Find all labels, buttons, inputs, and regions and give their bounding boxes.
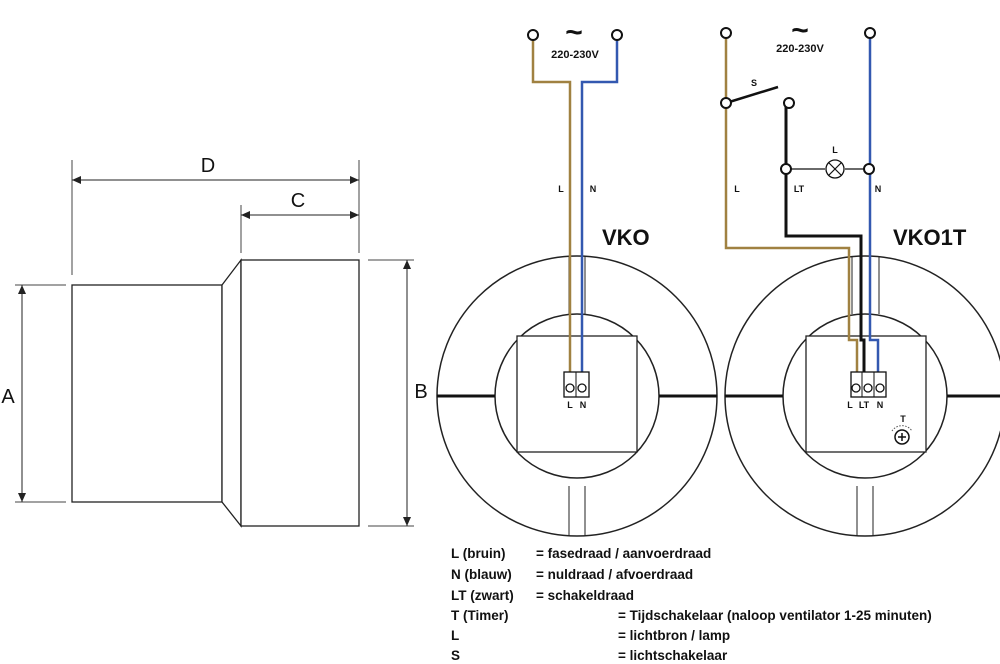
switch-contact-terminal: [783, 97, 795, 109]
switch-pivot-terminal: [720, 97, 732, 109]
vko-voltage: 220-230V: [551, 49, 599, 61]
vko1t-live-wire: [724, 36, 859, 372]
vko-terminal-box: [516, 335, 638, 453]
vko1t-ac-symbol: ~: [791, 14, 809, 47]
housing-taper: [221, 258, 242, 528]
vko-wire-l-label: L: [558, 184, 564, 194]
vko1t-live-supply-terminal: [720, 27, 732, 39]
dimension-a-label: A: [1, 386, 15, 408]
legend-key-1: N (blauw): [451, 567, 512, 582]
legend-key-3: T (Timer): [451, 608, 509, 623]
vko-neutral-supply-terminal: [611, 29, 623, 41]
dimension-b-label: B: [414, 381, 427, 403]
vko1t-switch-label: S: [751, 78, 757, 88]
light-switch-icon: [725, 85, 779, 105]
legend-value-5: = lichtschakelaar: [618, 648, 728, 663]
vko-terminal-n-label: N: [580, 400, 587, 410]
vko1t-wire-lt-label: LT: [794, 184, 805, 194]
lamp-n-junction: [863, 163, 875, 175]
vko1t-timer-label: T: [900, 414, 906, 424]
lamp-lt-junction: [780, 163, 792, 175]
vko1t-title: VKO1T: [893, 225, 967, 250]
vko1t-lamp-label: L: [832, 145, 838, 155]
vko1t-neutral-supply-terminal: [864, 27, 876, 39]
vko-neutral-wire: [580, 39, 619, 372]
dimension-b: B: [368, 259, 428, 527]
vko-terminal-screw-l: [565, 383, 575, 393]
vko1t-terminal-screw-n: [875, 383, 885, 393]
legend-value-3: = Tijdschakelaar (naloop ventilator 1-25…: [618, 608, 932, 623]
legend: L (bruin) = fasedraad / aanvoerdraad N (…: [451, 546, 932, 663]
vko1t-terminal-lt-label: LT: [859, 400, 870, 410]
legend-key-5: S: [451, 648, 460, 663]
vko1t-voltage: 220-230V: [776, 43, 824, 55]
legend-value-1: = nuldraad / afvoerdraad: [536, 567, 693, 582]
legend-key-2: LT (zwart): [451, 588, 514, 603]
legend-key-4: L: [451, 628, 459, 643]
dimension-d-label: D: [201, 155, 215, 177]
dimension-c-label: C: [291, 190, 305, 212]
housing-spigot: [240, 259, 360, 527]
timer-knob-icon: [891, 425, 913, 445]
legend-value-4: = lichtbron / lamp: [618, 628, 730, 643]
legend-key-0: L (bruin): [451, 546, 506, 561]
vko1t-wire-n-label: N: [875, 184, 882, 194]
vko-live-wire: [531, 39, 572, 372]
vko-wire-n-label: N: [590, 184, 597, 194]
legend-value-0: = fasedraad / aanvoerdraad: [536, 546, 711, 561]
vko-terminal-l-label: L: [567, 400, 573, 410]
vko-live-supply-terminal: [527, 29, 539, 41]
vko-ac-symbol: ~: [565, 16, 583, 49]
vko1t-neutral-wire: [868, 36, 880, 372]
dimension-a: A: [1, 284, 66, 503]
legend-value-2: = schakeldraad: [536, 588, 634, 603]
vko1t-unit: VKO1T ~ 220-230V L S L LT N: [720, 14, 1000, 537]
vko1t-terminal-screw-l: [851, 383, 861, 393]
vko-title: VKO: [602, 225, 650, 250]
vko1t-wire-l-label: L: [734, 184, 740, 194]
vko-terminal-screw-n: [577, 383, 587, 393]
housing-body: [71, 284, 223, 503]
vko1t-switch-wire: [784, 103, 866, 372]
vko1t-terminal-screw-lt: [863, 383, 873, 393]
vko1t-terminal-n-label: N: [877, 400, 884, 410]
vko1t-terminal-l-label: L: [847, 400, 853, 410]
dimension-d: D: [71, 155, 360, 275]
dimension-c: C: [240, 190, 359, 253]
vko-unit: VKO ~ 220-230V L N L N: [436, 16, 718, 537]
fan-housing-drawing: D C A B: [1, 155, 428, 528]
